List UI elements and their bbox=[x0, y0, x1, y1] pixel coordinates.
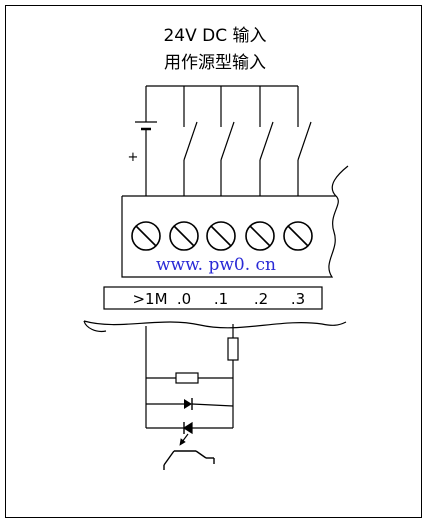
plus-sign: + bbox=[128, 150, 139, 165]
dc-supply-symbol: + bbox=[128, 86, 157, 196]
terminal-label-strip bbox=[103, 286, 323, 310]
terminal-screw bbox=[131, 221, 161, 251]
label-1m: >1M bbox=[132, 290, 167, 308]
label-input-0: .0 bbox=[177, 290, 191, 308]
phototransistor-symbol bbox=[163, 450, 215, 470]
series-resistor bbox=[227, 337, 239, 361]
input-switch bbox=[183, 86, 198, 196]
input-switch bbox=[220, 86, 235, 196]
terminal-screw bbox=[206, 221, 236, 251]
terminal-screw bbox=[283, 221, 313, 251]
input-switch bbox=[297, 86, 312, 196]
watermark-text: www. pw0. cn bbox=[156, 255, 276, 275]
internal-input-circuit bbox=[145, 324, 239, 428]
optocoupler-led-symbol bbox=[146, 406, 234, 446]
label-input-3: .3 bbox=[291, 290, 305, 308]
label-input-1: .1 bbox=[214, 290, 228, 308]
module-break-line-end bbox=[83, 320, 107, 333]
module-break-line bbox=[83, 320, 347, 329]
terminal-screw bbox=[169, 221, 199, 251]
input-switch bbox=[259, 86, 274, 196]
diode-symbol bbox=[184, 398, 193, 410]
terminal-block-outline bbox=[121, 165, 349, 278]
diagram-frame bbox=[5, 5, 422, 518]
title-line-2: 用作源型输入 bbox=[164, 53, 266, 73]
terminal-screw bbox=[245, 221, 275, 251]
label-input-2: .2 bbox=[254, 290, 268, 308]
title-line-1: 24V DC 输入 bbox=[163, 26, 266, 46]
parallel-resistor bbox=[175, 372, 199, 384]
